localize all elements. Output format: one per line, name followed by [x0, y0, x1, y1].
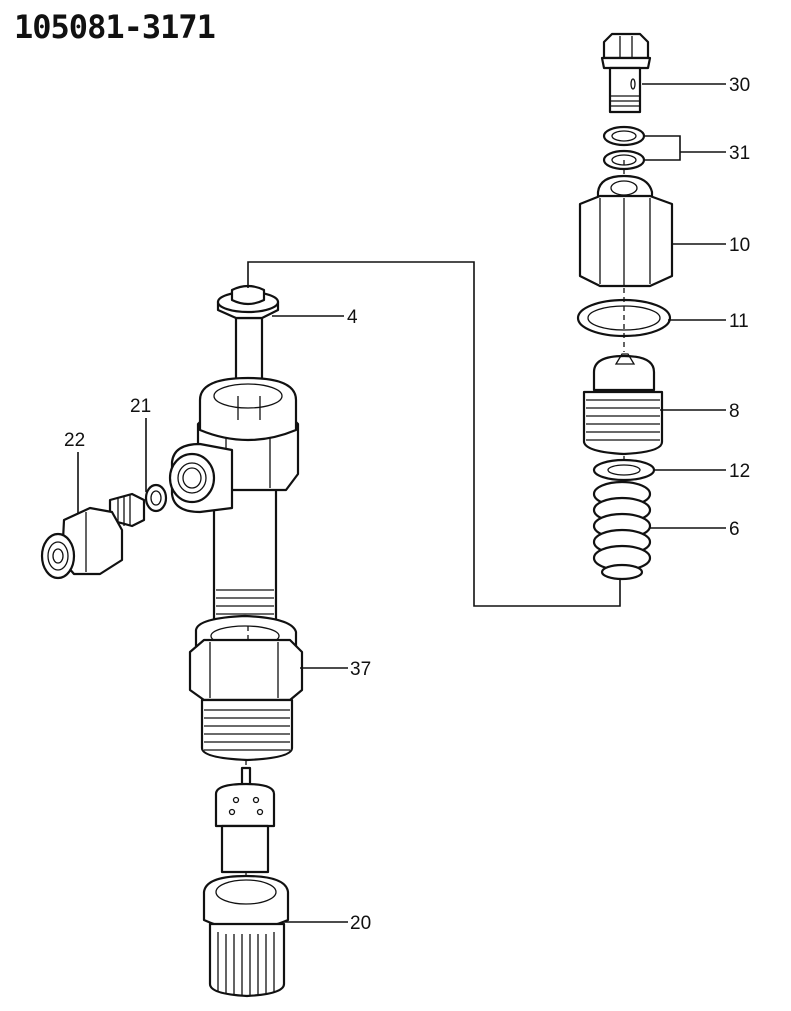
alignment-axes [245, 160, 625, 876]
drawing-number: 105081-3171 [14, 8, 216, 46]
label-8: 8 [729, 401, 740, 422]
label-10: 10 [729, 235, 750, 256]
part-22-inlet-connector [40, 492, 146, 580]
part-37-retaining-nut [188, 614, 304, 762]
label-4: 4 [347, 307, 358, 328]
assembly-connector-line [247, 261, 621, 607]
part-labels: 30 31 10 11 8 12 6 4 21 22 37 20 [64, 75, 750, 934]
label-12: 12 [729, 461, 750, 482]
part-8-threaded-piece [582, 353, 664, 456]
label-22: 22 [64, 430, 85, 451]
leader-lines [77, 83, 726, 923]
label-6: 6 [729, 519, 740, 540]
label-11: 11 [729, 311, 749, 332]
part-21-washer [144, 483, 168, 513]
label-31: 31 [729, 143, 750, 164]
part-12-shim [592, 458, 656, 482]
label-37: 37 [350, 659, 371, 680]
part-10-holder-nut [578, 174, 674, 288]
label-20: 20 [350, 913, 371, 934]
label-30: 30 [729, 75, 750, 96]
part-30-bolt [600, 32, 652, 114]
label-21: 21 [130, 396, 151, 417]
nozzle-holder-body [168, 376, 300, 628]
nozzle [214, 766, 276, 874]
part-6-spring [592, 480, 652, 581]
part-20-cap-nut [202, 874, 290, 998]
